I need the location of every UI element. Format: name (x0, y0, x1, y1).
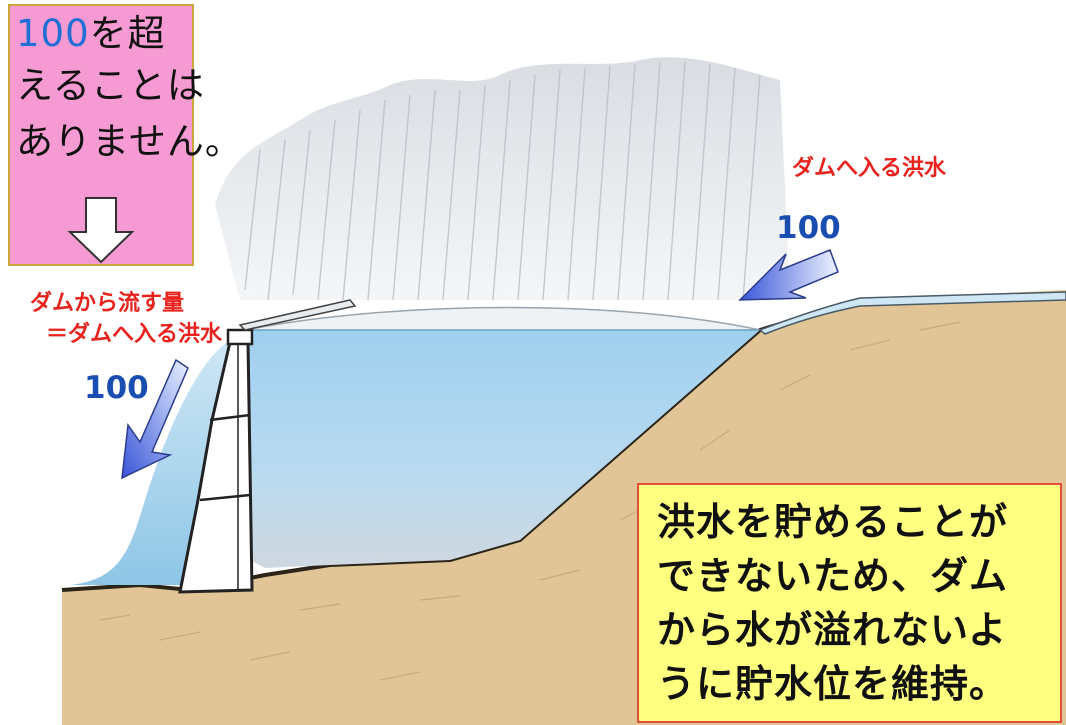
dam-body (178, 299, 357, 594)
spillway-water (70, 340, 240, 585)
rain-area (215, 57, 790, 301)
inflow-river (758, 291, 1066, 335)
down-arrow-icon (67, 197, 135, 264)
callout-line2: えることは (16, 64, 205, 107)
outflow-label-line2: ＝ダムへ入る洪水 (46, 322, 223, 347)
ground-texture (99, 321, 961, 681)
outflow-label-line1: ダムから流す量 (30, 291, 185, 316)
outflow-arrow-icon (121, 358, 189, 480)
outflow-value: 100 (84, 370, 149, 406)
callout-number: 100 (16, 12, 90, 55)
explanation-line3: から水が溢れないよ (657, 608, 1008, 652)
explanation-line1: 洪水を貯めることが (657, 500, 1009, 544)
explanation-line4: うに貯水位を維持。 (657, 662, 1009, 706)
inflow-arrow-icon (738, 249, 839, 301)
callout-explanation: 洪水を貯めることが できないため、ダム から水が溢れないよ うに貯水位を維持。 (637, 483, 1062, 723)
inflow-label: ダムへ入る洪水 (792, 156, 947, 181)
callout-line3: ありません。 (16, 120, 243, 163)
explanation-line2: できないため、ダム (657, 554, 1009, 598)
inflow-value: 100 (776, 210, 841, 246)
callout-no-exceed: 100を超 えることは ありません。 (8, 4, 242, 266)
callout-line1-text: を超 (89, 12, 166, 55)
reservoir-water (245, 330, 760, 568)
